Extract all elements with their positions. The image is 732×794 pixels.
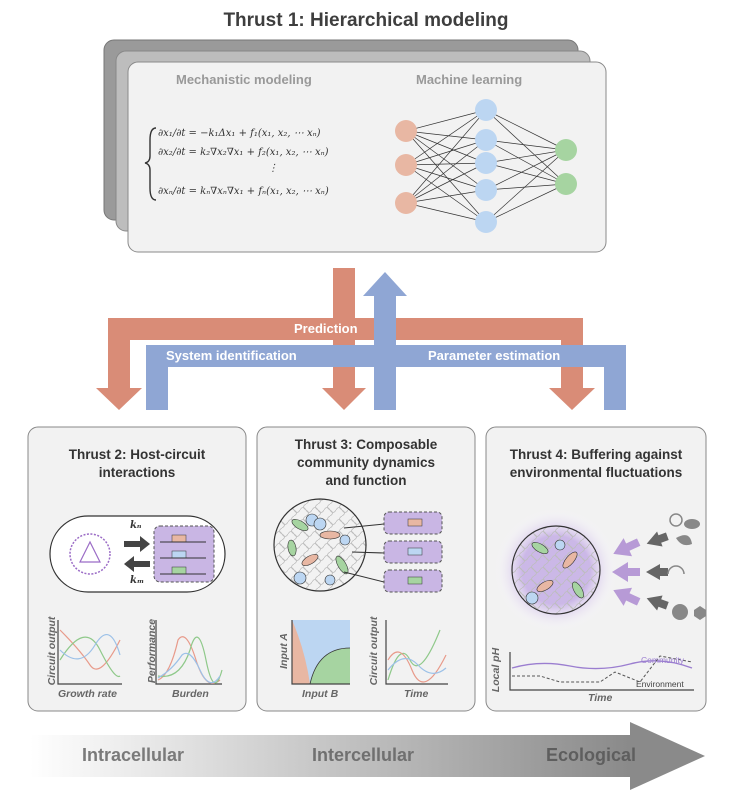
mechanistic-modeling-label: Mechanistic modeling [176, 72, 312, 87]
thrust4-xlabel: Time [588, 692, 613, 704]
thrust3-plot1-ylabel: Input A [278, 633, 290, 669]
thrust4-title-line2: environmental fluctuations [509, 465, 683, 480]
nn-connection [485, 139, 567, 185]
salmon-prediction-arrows [96, 268, 595, 410]
thrust3-title: Thrust 3: Composable community dynamics … [257, 436, 475, 490]
thrust3-plot2-xlabel: Time [404, 688, 429, 700]
thrust3-title-line1: Thrust 3: Composable [294, 437, 438, 452]
scale-arrow [30, 722, 705, 790]
thrust2-plot2-ylabel: Performance [146, 618, 158, 684]
thrust2-title-line1: Thrust 2: Host-circuit [68, 447, 206, 462]
scale-intercellular: Intercellular [312, 745, 415, 765]
thrust3-circuit-modules [343, 511, 443, 593]
nn-connection [405, 164, 487, 191]
nn-connection [405, 130, 487, 164]
nn-connection [485, 183, 567, 191]
thrust4-ph-plot [509, 652, 694, 691]
nn-connection [405, 139, 487, 166]
nn-connection [405, 109, 487, 132]
nn-connection [405, 189, 487, 204]
neural-network [395, 99, 577, 233]
legend-community: Community [641, 655, 684, 665]
thrust2-plot1-xlabel: Growth rate [58, 688, 117, 700]
equation-brace [144, 127, 157, 201]
cycle-icon [667, 565, 685, 575]
thrust3-plot-circuit-output [385, 620, 448, 685]
thrust2-plot1-ylabel: Circuit output [46, 616, 58, 686]
nn-connection [405, 130, 487, 223]
nn-connection [485, 149, 567, 164]
scale-intracellular: Intracellular [82, 745, 185, 765]
thrust3-plot1-xlabel: Input B [302, 688, 339, 700]
nn-input-node [395, 192, 417, 214]
nn-connection [405, 164, 487, 223]
host-cell-diagram [49, 515, 226, 593]
nn-connection [405, 130, 487, 191]
thrust3-title-line2: community dynamics [296, 455, 436, 470]
thrust2-title: Thrust 2: Host-circuit interactions [28, 446, 246, 482]
figure-title: Thrust 1: Hierarchical modeling [223, 10, 509, 31]
thrust2-plot-performance [155, 620, 223, 685]
prediction-label: Prediction [294, 321, 358, 336]
thrust4-title-line1: Thrust 4: Buffering against [509, 447, 683, 462]
legend-environment: Environment [636, 679, 684, 689]
equation-2: ∂x₂/∂t = k₂∇x₂∇x₁ + f₂(x₁, x₂, ⋯ xₙ) [158, 147, 329, 158]
thrust3-community-blob [273, 498, 367, 592]
nn-connection [485, 149, 567, 191]
thrust4-community-glow [494, 508, 618, 632]
thrust2-plot-circuit-output [57, 620, 122, 685]
k-top-label: kₙ [130, 520, 142, 531]
nn-input-node [395, 120, 417, 142]
nn-input-node [395, 154, 417, 176]
thrust4-title: Thrust 4: Buffering against environmenta… [486, 446, 706, 482]
thrust2-plot2-xlabel: Burden [172, 688, 209, 700]
environment-icons [667, 513, 706, 620]
leaf-icon [676, 535, 692, 546]
nn-connection [485, 183, 567, 223]
equation-n: ∂xₙ/∂t = kₙ∇xₙ∇x₁ + fₙ(x₁, x₂, ⋯ xₙ) [158, 186, 329, 197]
cloud-icon [684, 519, 700, 529]
nn-hidden-node [475, 99, 497, 121]
nn-output-node [555, 173, 577, 195]
thrust1-panel-stack [103, 39, 607, 253]
nn-connection [485, 162, 567, 185]
nn-connection [405, 130, 487, 141]
equation-ellipsis: ⋮ [268, 163, 278, 174]
nn-connection [485, 109, 567, 185]
thrust4-input-arrows [612, 531, 669, 611]
system-identification-label: System identification [166, 348, 297, 363]
hexagon-icon [694, 606, 706, 620]
nn-connection [485, 109, 567, 151]
nn-connection [405, 109, 487, 204]
thrust3-plot2-ylabel: Circuit output [368, 616, 380, 686]
nn-hidden-node [475, 179, 497, 201]
nn-hidden-node [475, 152, 497, 174]
sun-icon [669, 513, 683, 527]
nn-connection [405, 162, 487, 166]
nn-connection [405, 109, 487, 166]
nn-hidden-node [475, 211, 497, 233]
machine-learning-label: Machine learning [416, 72, 523, 87]
parameter-estimation-label: Parameter estimation [428, 348, 561, 363]
nn-connection [405, 139, 487, 204]
thrust4-ylabel: Local pH [490, 647, 502, 693]
thrust3-title-line3: and function [325, 473, 407, 488]
k-bottom-label: kₘ [130, 575, 145, 586]
nn-output-node [555, 139, 577, 161]
equation-1: ∂x₁/∂t = −k₁Δx₁ + f₁(x₁, x₂, ⋯ xₙ) [158, 128, 321, 139]
thrust3-phase-plot [291, 620, 351, 685]
nn-connection [485, 149, 567, 223]
thrust2-title-line2: interactions [98, 465, 176, 480]
nn-connection [405, 162, 487, 204]
scale-ecological: Ecological [546, 745, 637, 765]
nn-connection [485, 139, 567, 151]
skull-icon [672, 604, 688, 620]
nn-hidden-node [475, 129, 497, 151]
nn-connection [405, 202, 487, 223]
blue-system-identification-arrows [146, 272, 626, 410]
